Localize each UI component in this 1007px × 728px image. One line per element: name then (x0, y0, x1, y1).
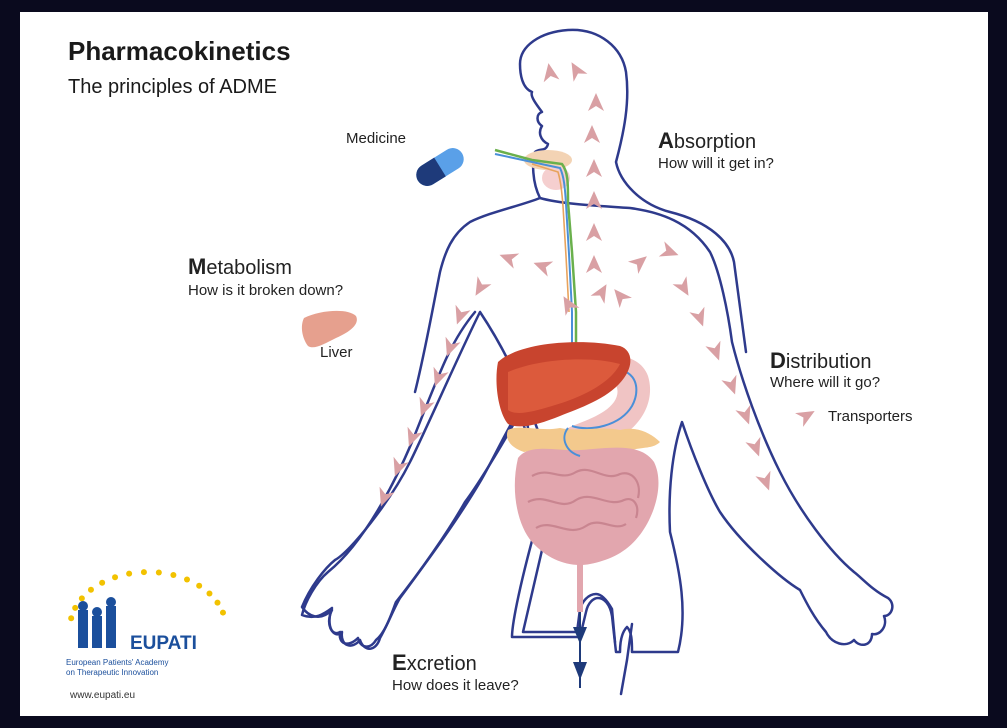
logo-star (170, 572, 176, 578)
medicine-pill (412, 144, 468, 190)
circulation-arrow (401, 427, 422, 449)
eupati-url: www.eupati.eu (70, 690, 135, 701)
circulation-arrow (584, 125, 600, 143)
distribution-question: Where will it go? (770, 374, 880, 391)
circulation-arrow (689, 307, 710, 329)
distribution-heading: Distribution (770, 348, 872, 374)
logo-star (214, 600, 220, 606)
metabolism-question: How is it broken down? (188, 282, 343, 299)
circulation-arrow (673, 276, 696, 300)
logo-star (72, 605, 78, 611)
circulation-arrow (705, 341, 726, 363)
liver-label: Liver (320, 344, 353, 361)
circulation-arrow (608, 284, 632, 308)
logo-star (184, 577, 190, 583)
circulation-arrow (588, 93, 604, 111)
absorption-cap: A (658, 128, 674, 153)
page-subtitle: The principles of ADME (68, 76, 277, 99)
circulation-arrow (469, 276, 492, 300)
distribution-rest: istribution (786, 351, 872, 373)
transporters-label: Transporters (828, 408, 912, 425)
circulation-arrow (659, 241, 681, 262)
absorption-heading: Absorption (658, 128, 756, 154)
circulation-arrow (586, 223, 602, 241)
logo-star (112, 574, 118, 580)
eupati-name: EUPATI (130, 633, 197, 655)
circulation-arrow (531, 255, 553, 276)
slide: Pharmacokinetics The principles of ADME … (20, 12, 988, 716)
logo-star (68, 615, 74, 621)
excretion-arrow-1 (573, 627, 587, 644)
circulation-arrow (541, 62, 560, 83)
circulation-arrow (586, 255, 602, 273)
metabolism-heading: Metabolism (188, 254, 292, 280)
logo-star (156, 570, 162, 576)
eupati-line-1: European Patients' Academy (66, 658, 168, 667)
eupati-line-2: on Therapeutic Innovation (66, 668, 158, 677)
excretion-rest: xcretion (407, 653, 477, 675)
circulation-arrow (745, 437, 766, 459)
excretion-arrow-2 (573, 662, 587, 680)
excretion-heading: Excretion (392, 650, 477, 676)
distribution-cap: D (770, 348, 786, 373)
absorption-question: How will it get in? (658, 155, 774, 172)
page-title: Pharmacokinetics (68, 36, 291, 67)
absorption-rest: bsorption (674, 131, 756, 153)
logo-star (141, 569, 147, 575)
logo-star (206, 591, 212, 597)
circulation-arrow (591, 280, 614, 304)
circulation-arrow (628, 250, 652, 274)
circulation-arrow (565, 58, 588, 82)
fat-layer (507, 428, 660, 453)
logo-star (196, 583, 202, 589)
metabolism-rest: etabolism (206, 257, 292, 279)
excretion-question: How does it leave? (392, 677, 519, 694)
transporter-legend-arrow (795, 404, 819, 427)
metabolism-cap: M (188, 254, 206, 279)
logo-star (79, 595, 85, 601)
logo-star (99, 580, 105, 586)
medicine-label: Medicine (346, 130, 406, 147)
circulation-arrow (387, 457, 408, 479)
circulation-arrow (755, 471, 776, 493)
liver-icon (302, 311, 357, 347)
circulation-arrow (721, 375, 742, 397)
logo-star (88, 587, 94, 593)
logo-star (126, 571, 132, 577)
circulation-arrow (439, 337, 460, 359)
circulation-arrow (586, 159, 602, 177)
circulation-arrow (497, 247, 519, 268)
logo-star (220, 610, 226, 616)
excretion-cap: E (392, 650, 407, 675)
